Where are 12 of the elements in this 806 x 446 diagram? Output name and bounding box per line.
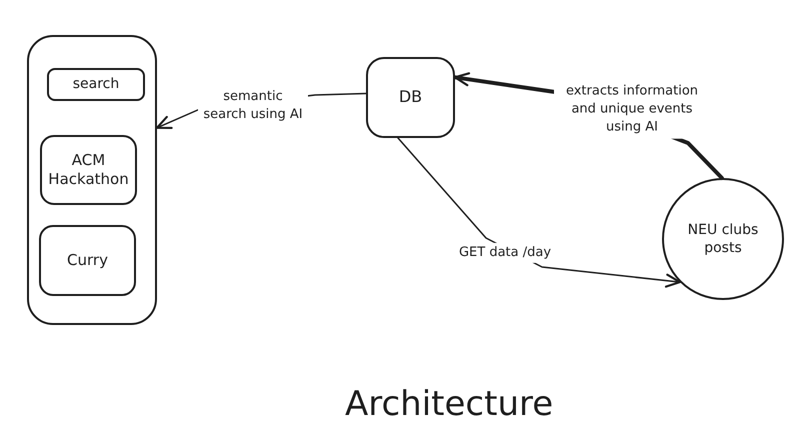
event-card xyxy=(40,135,137,205)
node-label: NEU clubs posts xyxy=(686,220,760,258)
node-label: ACM Hackathon xyxy=(47,150,130,190)
diagram-title: Architecture xyxy=(345,384,554,424)
app-frame xyxy=(27,35,157,325)
node-label: Curry xyxy=(67,250,108,270)
search-box xyxy=(47,68,145,101)
database-box xyxy=(366,57,455,138)
source-circle xyxy=(662,178,784,300)
node-label: DB xyxy=(398,87,422,108)
event-card xyxy=(39,225,136,296)
node-label: search xyxy=(72,75,120,94)
